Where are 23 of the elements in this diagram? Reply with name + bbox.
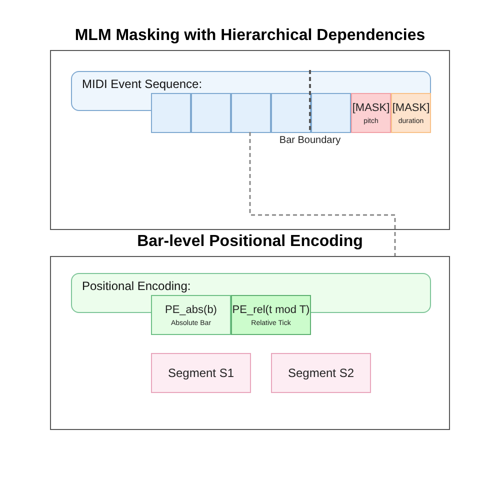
- token-box: [151, 353, 251, 393]
- boundary-label: Bar Boundary: [278, 135, 342, 146]
- sequence-label: MIDI Event Sequence:: [82, 77, 202, 91]
- token-box: [231, 295, 311, 335]
- token-label: PE_abs(b): [165, 304, 217, 316]
- token-label: Segment S2: [288, 366, 354, 380]
- token-box: [391, 93, 431, 133]
- token-box: [271, 353, 371, 393]
- token-label: Segment S1: [168, 366, 234, 380]
- connector-line: [249, 132, 396, 256]
- token-box: [191, 93, 231, 133]
- token-box: [351, 93, 391, 133]
- sequence-label: Positional Encoding:: [82, 279, 191, 293]
- section-heading: Bar-level Positional Encoding: [137, 233, 363, 251]
- token-label: PE_rel(t mod T): [232, 304, 310, 316]
- token-box: [271, 93, 311, 133]
- token-box: [151, 93, 191, 133]
- section-heading: MLM Masking with Hierarchical Dependencies: [74, 27, 426, 45]
- token-label: [MASK]: [352, 102, 390, 114]
- token-box: [151, 295, 231, 335]
- token-box: [311, 93, 351, 133]
- token-label: [MASK]: [392, 102, 430, 114]
- token-box: [231, 93, 271, 133]
